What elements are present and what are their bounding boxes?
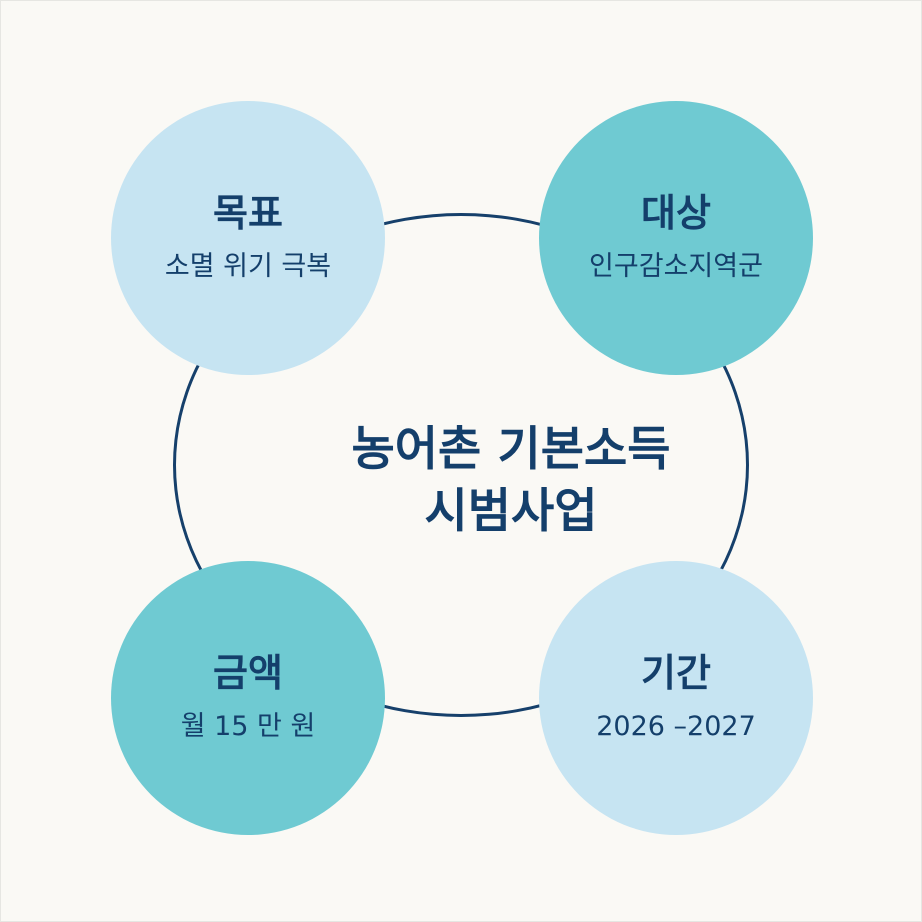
target-title: 대상	[641, 191, 711, 235]
period-text: 2026 –2027	[596, 711, 756, 742]
goal-text: 소멸 위기 극복	[164, 251, 332, 282]
goal-circle: 목표 소멸 위기 극복	[111, 101, 385, 375]
target-circle: 대상 인구감소지역군	[539, 101, 813, 375]
connecting-ring	[173, 213, 749, 717]
period-circle: 기간 2026 –2027	[539, 561, 813, 835]
center-title-line1: 농어촌 기본소득	[351, 422, 671, 477]
amount-title: 금액	[213, 651, 283, 695]
period-title: 기간	[641, 651, 711, 695]
center-title-line2: 시범사업	[424, 484, 598, 539]
amount-circle: 금액 월 15 만 원	[111, 561, 385, 835]
center-title: 농어촌 기본소득 시범사업	[251, 396, 771, 566]
goal-title: 목표	[213, 191, 283, 235]
amount-text: 월 15 만 원	[180, 711, 316, 742]
target-text: 인구감소지역군	[589, 251, 763, 282]
